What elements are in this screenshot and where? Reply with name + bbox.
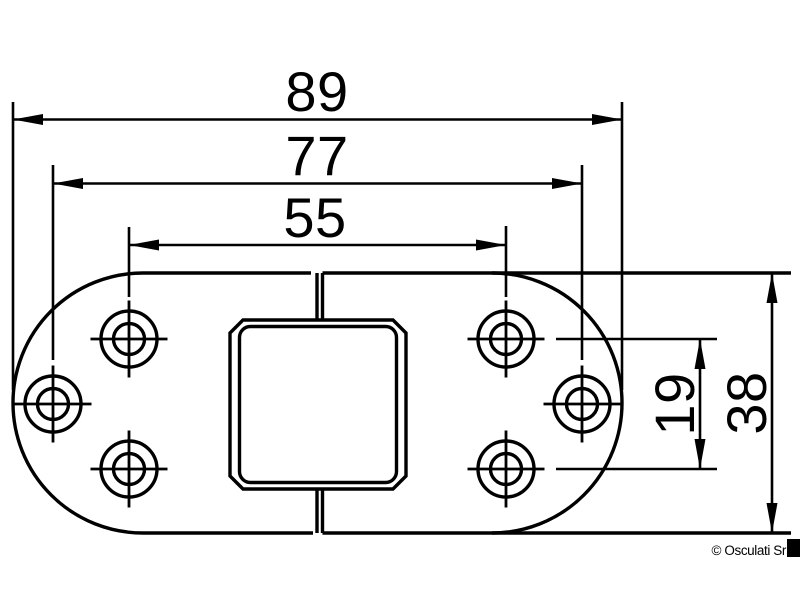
dim-label-38: 38 [715, 371, 778, 434]
dimension-outer-hole-columns: 77 [51, 124, 584, 360]
hinge-knuckle [228, 318, 408, 491]
arrowhead-89-left [13, 114, 43, 125]
knuckle-inner-outline [237, 324, 399, 485]
dimension-hole-row-spacing: 19 [556, 337, 717, 471]
knuckle-outer-outline [228, 318, 408, 491]
right-leaf-cap [491, 271, 624, 535]
dim-label-19: 19 [643, 372, 706, 435]
left-leaf-outline [11, 271, 313, 535]
screw-hole-right-middle [541, 363, 623, 445]
arrowhead-19-top [694, 339, 706, 369]
footer: © Osculati Sr [711, 539, 800, 558]
arrowhead-19-bottom [694, 439, 706, 469]
arrowhead-38-top [766, 273, 778, 303]
arrowhead-77-right [552, 178, 582, 189]
screw-hole-left-middle [12, 363, 94, 445]
screw-hole-left-top [88, 298, 170, 380]
arrowhead-38-bottom [766, 503, 778, 533]
arrowhead-89-right [592, 114, 622, 125]
dim-label-55: 55 [283, 186, 346, 249]
screw-hole-right-bottom [465, 428, 547, 510]
arrowhead-77-left [53, 178, 83, 189]
dimension-overall-width: 89 [11, 60, 624, 390]
hinge-body-outline [11, 271, 791, 535]
dim-label-77: 77 [285, 124, 348, 187]
arrowhead-55-left [129, 239, 159, 251]
dim-label-89: 89 [285, 60, 348, 123]
watermark-square [787, 539, 800, 557]
arrowhead-55-right [476, 239, 506, 251]
screw-hole-left-bottom [88, 428, 170, 510]
copyright-text: © Osculati Sr [711, 543, 786, 558]
screw-hole-right-top [465, 298, 547, 380]
dimension-inner-hole-columns: 55 [127, 186, 508, 297]
dimension-overall-height: 38 [715, 273, 778, 533]
